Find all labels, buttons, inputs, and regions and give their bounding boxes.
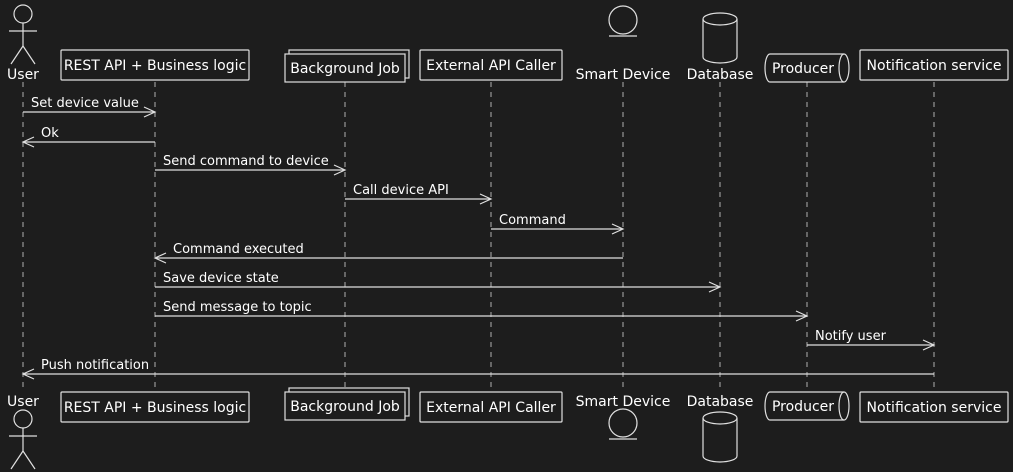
actor-legs (10, 44, 36, 65)
participant-ext-bottom: External API Caller (419, 391, 563, 423)
message-6: Save device state (155, 271, 722, 293)
message-1: Ok (21, 126, 155, 148)
participant-smart-top: Smart Device (576, 5, 671, 83)
database-rim (702, 417, 738, 425)
message-label: Call device API (353, 183, 449, 198)
participant-label: External API Caller (426, 58, 556, 74)
arrowhead-icon (143, 106, 157, 118)
arrowhead-icon (611, 223, 625, 235)
participant-db-bottom: Database (687, 394, 754, 463)
participant-producer-top: Producer (764, 53, 850, 83)
message-2: Send command to device (155, 154, 347, 176)
message-label: Command (499, 213, 566, 228)
participant-box (419, 391, 563, 423)
queue-end (838, 391, 845, 421)
participant-label: Smart Device (576, 67, 671, 83)
arrowhead-icon (708, 281, 722, 293)
message-label: Send command to device (163, 154, 329, 169)
message-5: Command executed (153, 242, 623, 264)
participant-box (859, 49, 1009, 81)
participant-label: External API Caller (426, 400, 556, 416)
message-label: Set device value (31, 96, 139, 111)
participant-ext-top: External API Caller (419, 49, 563, 81)
participant-job-top: Background Job (284, 49, 410, 83)
message-3: Call device API (345, 183, 493, 205)
participant-box (60, 49, 250, 81)
arrowhead-icon (21, 368, 35, 380)
participant-user-top: User (7, 4, 39, 83)
participant-label: Producer (772, 61, 834, 77)
participant-rest-top: REST API + Business logic (60, 49, 250, 81)
arrowhead-icon (333, 164, 347, 176)
message-7: Send message to topic (155, 300, 809, 322)
participant-label: User (7, 67, 39, 83)
entity-icon (608, 5, 638, 35)
participant-job-bottom: Background Job (284, 387, 410, 421)
participant-notify-bottom: Notification service (859, 391, 1009, 423)
message-label: Notify user (815, 329, 887, 344)
entity-icon (608, 408, 638, 438)
participant-rest-bottom: REST API + Business logic (60, 391, 250, 423)
message-4: Command (491, 213, 625, 235)
message-label: Save device state (163, 271, 279, 286)
participant-box (60, 391, 250, 423)
message-label: Push notification (41, 358, 149, 373)
participant-box (419, 49, 563, 81)
participant-box (859, 391, 1009, 423)
arrowhead-icon (922, 339, 936, 351)
participant-label: REST API + Business logic (64, 58, 246, 74)
actor-head-icon (13, 4, 33, 24)
arrowhead-icon (795, 310, 809, 322)
participant-label: Background Job (290, 61, 400, 77)
participant-smart-bottom: Smart Device (576, 394, 671, 440)
participant-label: Notification service (867, 58, 1002, 74)
participant-notify-top: Notification service (859, 49, 1009, 81)
participant-label: Background Job (290, 399, 400, 415)
participant-label: Database (687, 67, 754, 83)
participant-producer-bottom: Producer (764, 391, 850, 421)
participant-label: REST API + Business logic (64, 400, 246, 416)
collections-front-box (284, 391, 406, 421)
collections-front-box (284, 53, 406, 83)
message-9: Push notification (21, 358, 934, 380)
participant-label: Producer (772, 399, 834, 415)
participant-label: Database (687, 394, 754, 410)
database-icon (702, 411, 738, 463)
participant-label: Notification service (867, 400, 1002, 416)
database-icon (702, 12, 738, 64)
message-label: Ok (41, 126, 59, 141)
message-label: Send message to topic (163, 300, 312, 315)
database-rim (702, 18, 738, 26)
participant-label: Smart Device (576, 394, 671, 410)
message-0: Set device value (23, 96, 157, 118)
message-8: Notify user (807, 329, 936, 351)
participant-label: User (7, 394, 39, 410)
arrowhead-icon (21, 136, 35, 148)
message-label: Command executed (173, 242, 304, 257)
arrowhead-icon (153, 252, 167, 264)
arrowhead-icon (479, 193, 493, 205)
actor-head-icon (13, 409, 33, 429)
participant-user-bottom: User (7, 394, 39, 470)
queue-end (838, 53, 845, 83)
actor-legs (10, 449, 36, 470)
participant-db-top: Database (687, 12, 754, 83)
